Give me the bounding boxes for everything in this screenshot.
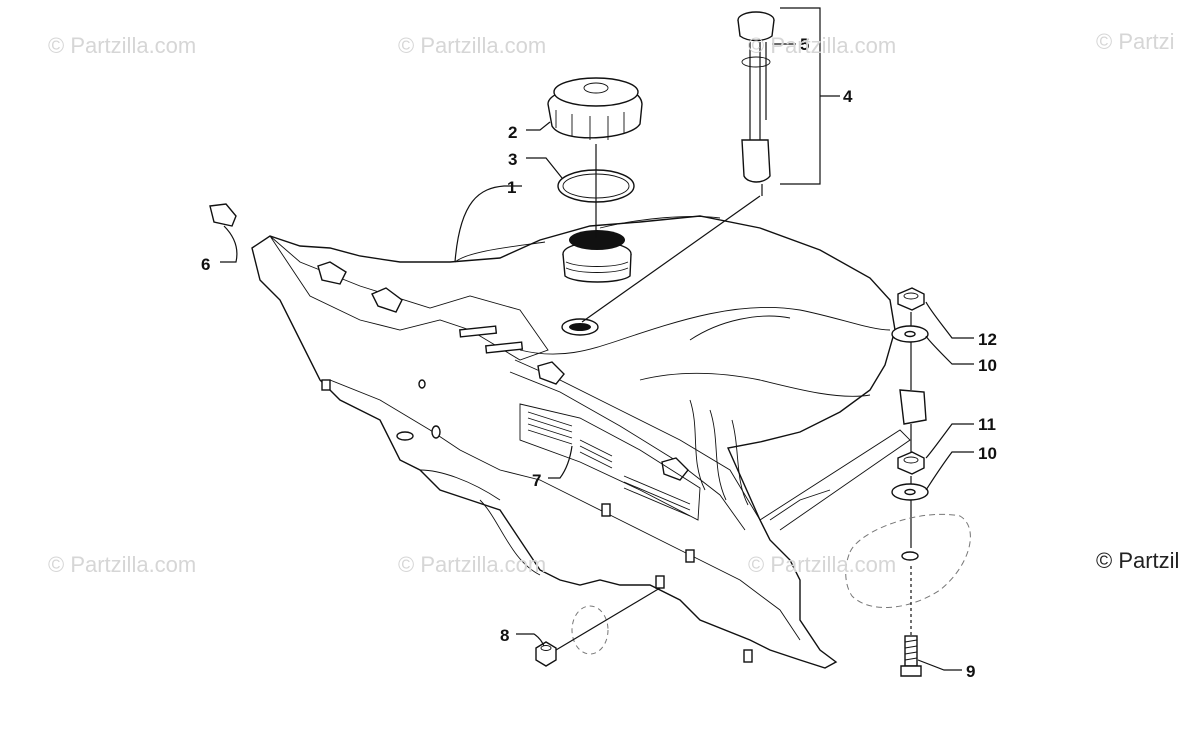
decal-hatching — [527, 411, 691, 517]
fuel-cap[interactable] — [547, 77, 643, 140]
callout-10-lower: 10 — [978, 444, 997, 463]
watermark: © Partzilla.com — [398, 552, 547, 577]
callout-1: 1 — [507, 178, 516, 197]
callout-11: 11 — [978, 415, 996, 434]
watermark: © Partzilla.com — [48, 552, 197, 577]
watermark: © Partzilla.com — [398, 33, 547, 58]
callout-12: 12 — [978, 330, 997, 349]
hardware-stack[interactable] — [891, 287, 929, 548]
callout-10-upper: 10 — [978, 356, 997, 375]
callout-9: 9 — [966, 662, 975, 681]
nut-8[interactable] — [535, 641, 557, 667]
watermark: © Partzilla.com — [748, 33, 897, 58]
callout-leaders — [220, 121, 974, 671]
sender-gasket — [741, 56, 771, 68]
bolt[interactable] — [900, 566, 922, 677]
callout-8: 8 — [500, 626, 509, 645]
phantom-washer — [571, 605, 609, 655]
callout-4: 4 — [843, 87, 853, 106]
fuel-sender[interactable] — [737, 11, 775, 196]
watermark: © Partzilla.com — [748, 552, 897, 577]
clip[interactable] — [209, 203, 237, 227]
callout-7: 7 — [532, 471, 541, 490]
fuel-tank[interactable] — [251, 215, 927, 669]
callout-2: 2 — [508, 123, 517, 142]
filler-neck — [562, 230, 632, 283]
callout-3: 3 — [508, 150, 517, 169]
watermark: © Partzi — [1096, 29, 1175, 54]
callout-5: 5 — [800, 35, 809, 54]
watermark: © Partzilla.com — [48, 33, 197, 58]
callout-6: 6 — [201, 255, 210, 274]
phantom-plate — [845, 513, 971, 608]
watermark-edge: © Partzil — [1096, 548, 1180, 573]
